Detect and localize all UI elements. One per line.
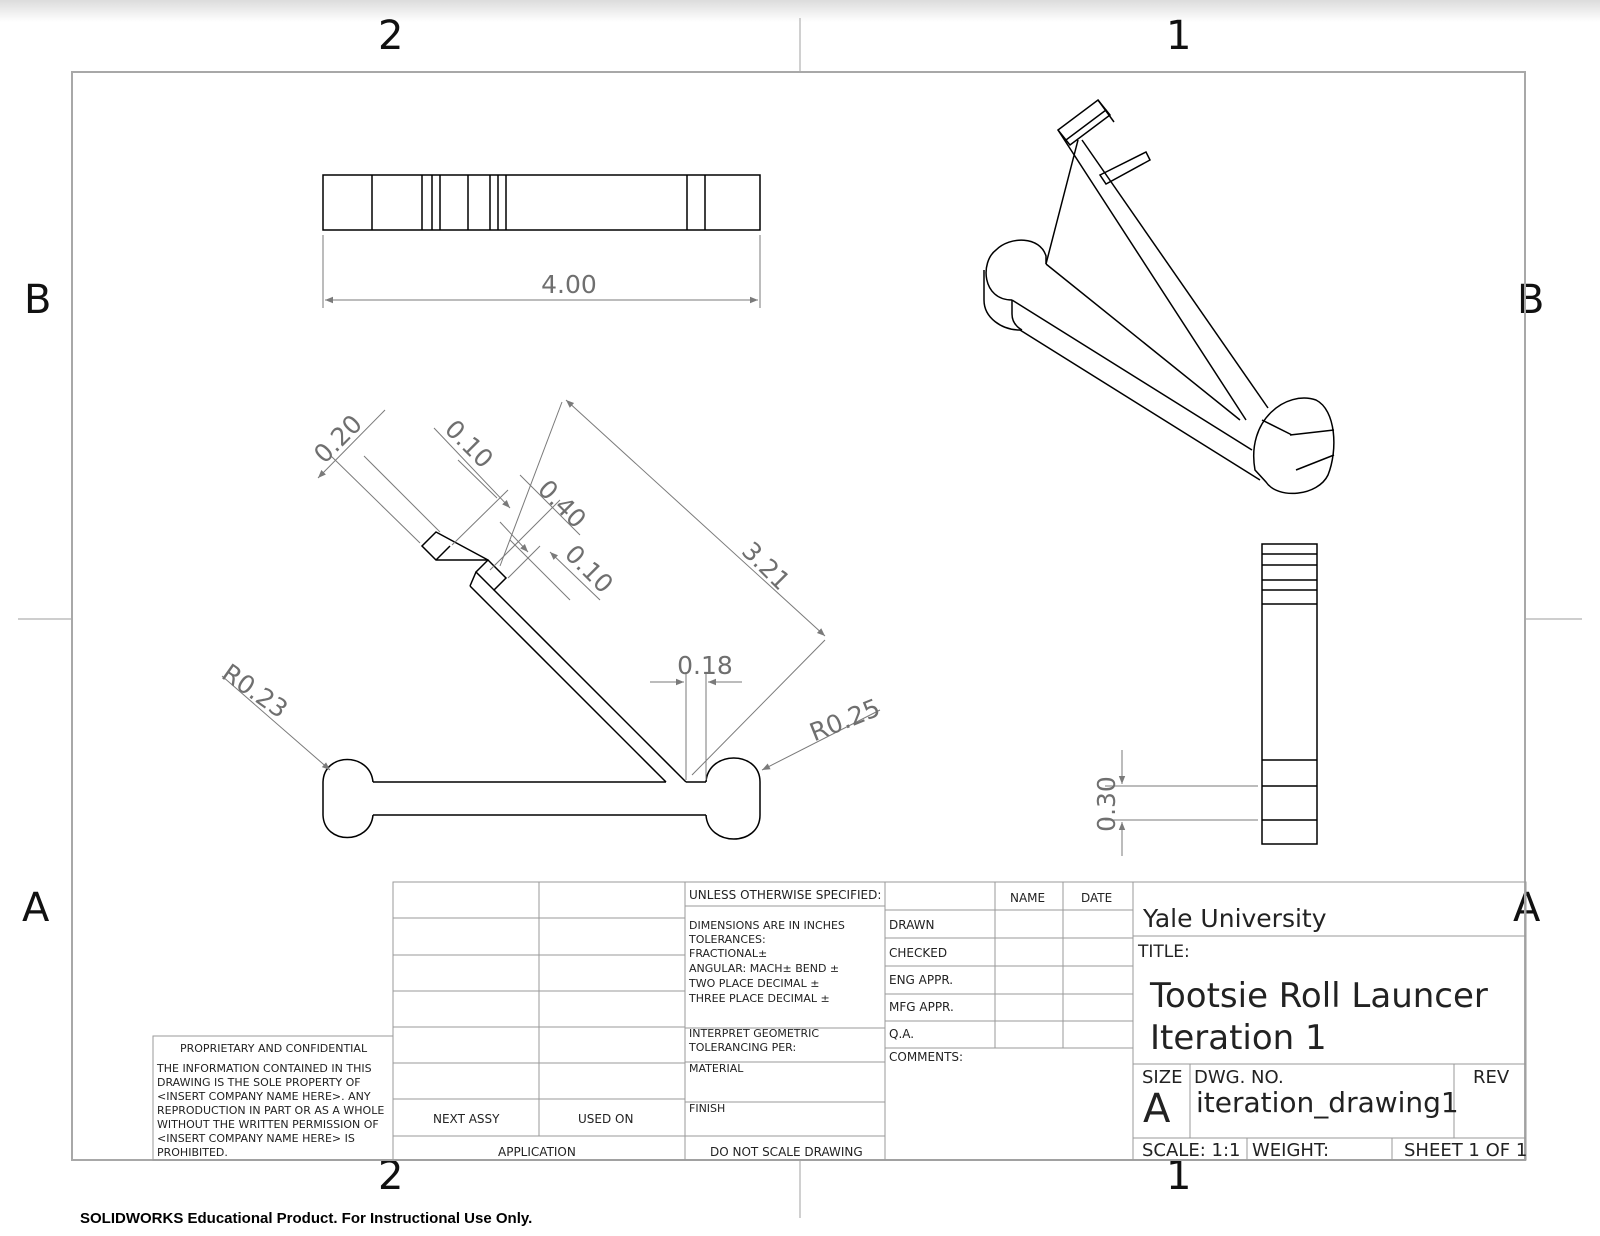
- do-not-scale-label: DO NOT SCALE DRAWING: [710, 1145, 863, 1159]
- dim-right-radius: R0.25: [806, 693, 885, 747]
- next-assy-label: NEXT ASSY: [433, 1112, 500, 1126]
- top-view: [322, 174, 761, 231]
- overall-length-dimension: [322, 235, 761, 308]
- proprietary-heading: PROPRIETARY AND CONFIDENTIAL: [180, 1042, 368, 1055]
- sheet-label: SHEET 1 OF 1: [1404, 1140, 1528, 1161]
- rev-label: REV: [1473, 1067, 1510, 1088]
- fractional-label: FRACTIONAL±: [689, 947, 768, 960]
- drawing-title-line-1: Tootsie Roll Launcer: [1150, 976, 1488, 1016]
- dim-slot-width: 0.40: [532, 474, 592, 534]
- zone-right-b: B: [1517, 277, 1545, 323]
- title-block-grid: [152, 881, 1527, 1161]
- proprietary-line-6: <INSERT COMPANY NAME HERE> IS: [157, 1132, 355, 1145]
- three-place-label: THREE PLACE DECIMAL ±: [689, 992, 830, 1005]
- dims-inches-label: DIMENSIONS ARE IN INCHES: [689, 919, 845, 932]
- eng-appr-label: ENG APPR.: [889, 973, 954, 987]
- proprietary-line-4: REPRODUCTION IN PART OR AS A WHOLE: [157, 1104, 385, 1117]
- side-view: [1261, 543, 1318, 845]
- mfg-appr-label: MFG APPR.: [889, 1000, 954, 1014]
- dwg-no-label: DWG. NO.: [1194, 1067, 1284, 1088]
- proprietary-line-1: THE INFORMATION CONTAINED IN THIS: [157, 1062, 372, 1075]
- two-place-label: TWO PLACE DECIMAL ±: [689, 977, 820, 990]
- zone-top-2: 2: [378, 13, 404, 59]
- qa-label: Q.A.: [889, 1027, 915, 1041]
- checked-label: CHECKED: [889, 946, 948, 960]
- zone-top-1: 1: [1166, 13, 1192, 59]
- proprietary-line-2: DRAWING IS THE SOLE PROPERTY OF: [157, 1076, 361, 1089]
- material-label: MATERIAL: [689, 1062, 744, 1075]
- title-label: TITLE:: [1138, 942, 1190, 962]
- name-header: NAME: [1010, 891, 1046, 905]
- date-header: DATE: [1081, 891, 1113, 905]
- proprietary-line-5: WITHOUT THE WRITTEN PERMISSION OF: [157, 1118, 379, 1131]
- interpret-line-1: INTERPRET GEOMETRIC: [689, 1027, 820, 1040]
- isometric-view: [983, 98, 1335, 495]
- company-name: Yale University: [1143, 904, 1327, 933]
- drawing-title-line-2: Iteration 1: [1150, 1018, 1327, 1058]
- top-shade: [0, 0, 1600, 22]
- zone-left-a: A: [22, 885, 50, 931]
- size-value: A: [1143, 1086, 1171, 1132]
- size-label: SIZE: [1142, 1067, 1183, 1088]
- weight-label: WEIGHT:: [1252, 1140, 1330, 1161]
- educational-watermark: SOLIDWORKS Educational Product. For Inst…: [80, 1210, 533, 1227]
- zone-right-a: A: [1513, 885, 1541, 931]
- unless-specified-label: UNLESS OTHERWISE SPECIFIED:: [689, 888, 882, 902]
- comments-label: COMMENTS:: [889, 1050, 964, 1064]
- used-on-label: USED ON: [578, 1112, 634, 1126]
- zone-bottom-1: 1: [1166, 1153, 1192, 1199]
- dwg-no-value: iteration_drawing1: [1196, 1086, 1459, 1119]
- side-height-dimension: [1105, 750, 1258, 856]
- application-label: APPLICATION: [498, 1145, 576, 1159]
- dim-side-height: 0.30: [1092, 776, 1121, 832]
- scale-label: SCALE: 1:1: [1142, 1140, 1241, 1161]
- proprietary-line-7: PROHIBITED.: [157, 1146, 228, 1159]
- zone-bottom-2: 2: [378, 1153, 404, 1199]
- dim-arm-length: 3.21: [736, 536, 796, 596]
- dim-thickness-top: 0.20: [308, 409, 368, 469]
- finish-label: FINISH: [689, 1102, 726, 1115]
- dim-left-radius: R0.23: [217, 658, 293, 724]
- interpret-line-2: TOLERANCING PER:: [689, 1041, 797, 1054]
- front-view: [322, 531, 761, 840]
- proprietary-line-3: <INSERT COMPANY NAME HERE>. ANY: [157, 1090, 371, 1103]
- drawn-label: DRAWN: [889, 918, 935, 932]
- zone-ticks: [18, 18, 1582, 1218]
- front-view-dimensions: [221, 399, 881, 780]
- dim-overall-length: 4.00: [541, 270, 597, 299]
- zone-left-b: B: [24, 277, 52, 323]
- dim-arm-width: 0.18: [677, 651, 733, 680]
- angular-label: ANGULAR: MACH± BEND ±: [689, 962, 840, 975]
- tolerances-label: TOLERANCES:: [689, 933, 766, 946]
